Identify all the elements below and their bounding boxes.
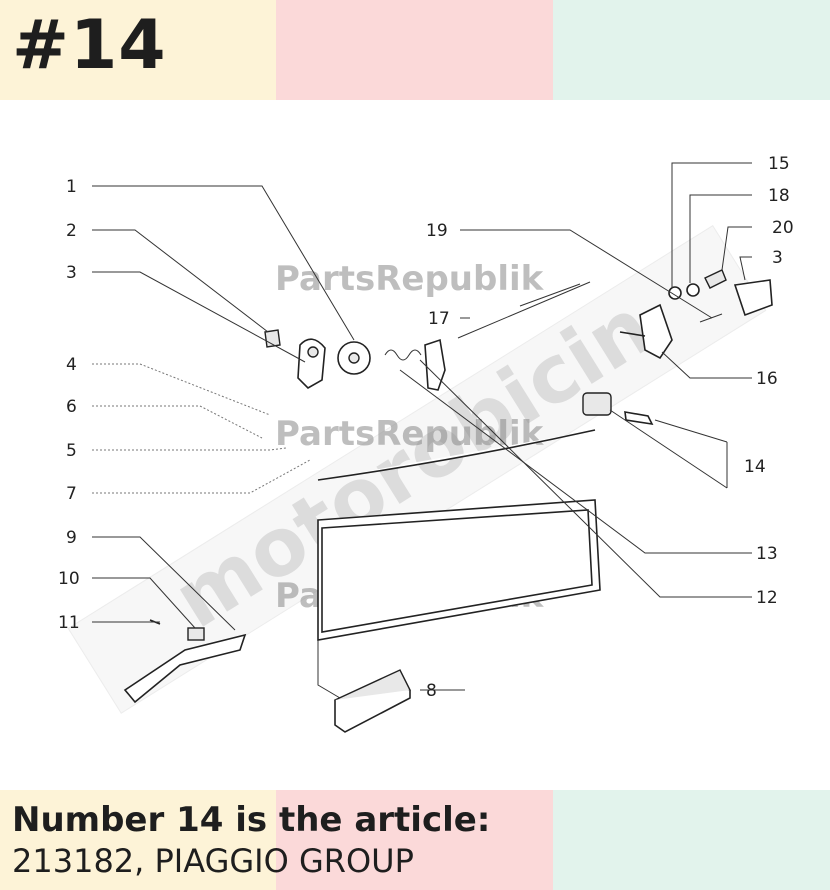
caption-band xyxy=(0,790,830,890)
part-8-handle xyxy=(334,669,411,733)
header-band-green xyxy=(553,0,830,100)
callout-12: 12 xyxy=(756,588,778,608)
part-1-disk xyxy=(337,341,371,375)
exploded-parts-diagram: motorobicin PartsRepublik PartsRepublik … xyxy=(58,154,794,733)
callout-19: 19 xyxy=(426,221,448,241)
callout-10: 10 xyxy=(58,569,80,589)
leader-lines xyxy=(92,162,752,691)
part-13-lock-cylinder xyxy=(582,392,612,416)
callout-17: 17 xyxy=(428,309,450,329)
spring xyxy=(384,349,422,361)
callout-11: 11 xyxy=(58,613,80,633)
callout-3: 3 xyxy=(66,263,77,283)
callout-3b: 3 xyxy=(772,248,783,268)
part-3-bracket xyxy=(297,338,326,389)
header-band-pink xyxy=(276,0,553,100)
part-15-washer xyxy=(668,286,682,300)
caption-band-pink xyxy=(276,790,553,890)
part-14-key xyxy=(624,411,654,426)
part-number-title: #14 xyxy=(12,6,167,85)
part-18-washer xyxy=(686,283,700,297)
callout-13: 13 xyxy=(756,544,778,564)
callout-16: 16 xyxy=(756,369,778,389)
part-lever xyxy=(424,338,446,391)
callout-4: 4 xyxy=(66,355,77,375)
part-3-plate xyxy=(733,279,773,317)
callout-5: 5 xyxy=(66,441,77,461)
caption-band-yellow xyxy=(0,790,276,890)
caption-band-green xyxy=(553,790,830,890)
caption-article: 213182, PIAGGIO GROUP xyxy=(12,842,414,880)
callout-9: 9 xyxy=(66,528,77,548)
callout-14: 14 xyxy=(744,457,766,477)
callout-7: 7 xyxy=(66,484,77,504)
callout-6: 6 xyxy=(66,397,77,417)
caption-title: Number 14 is the article: xyxy=(12,800,491,840)
watermark-text-1: PartsRepublik xyxy=(275,259,545,299)
callout-1: 1 xyxy=(66,177,77,197)
header-band xyxy=(0,0,830,100)
callout-20: 20 xyxy=(772,218,794,238)
callout-2: 2 xyxy=(66,221,77,241)
part-9-strap xyxy=(123,619,247,704)
header-band-yellow xyxy=(0,0,276,100)
part-16-latch xyxy=(619,303,673,360)
part-19-screw xyxy=(699,313,723,323)
callout-18: 18 xyxy=(768,186,790,206)
part-20-screw xyxy=(704,269,727,289)
callout-15: 15 xyxy=(768,154,790,174)
callout-8: 8 xyxy=(426,681,437,701)
door-panel xyxy=(317,429,601,699)
